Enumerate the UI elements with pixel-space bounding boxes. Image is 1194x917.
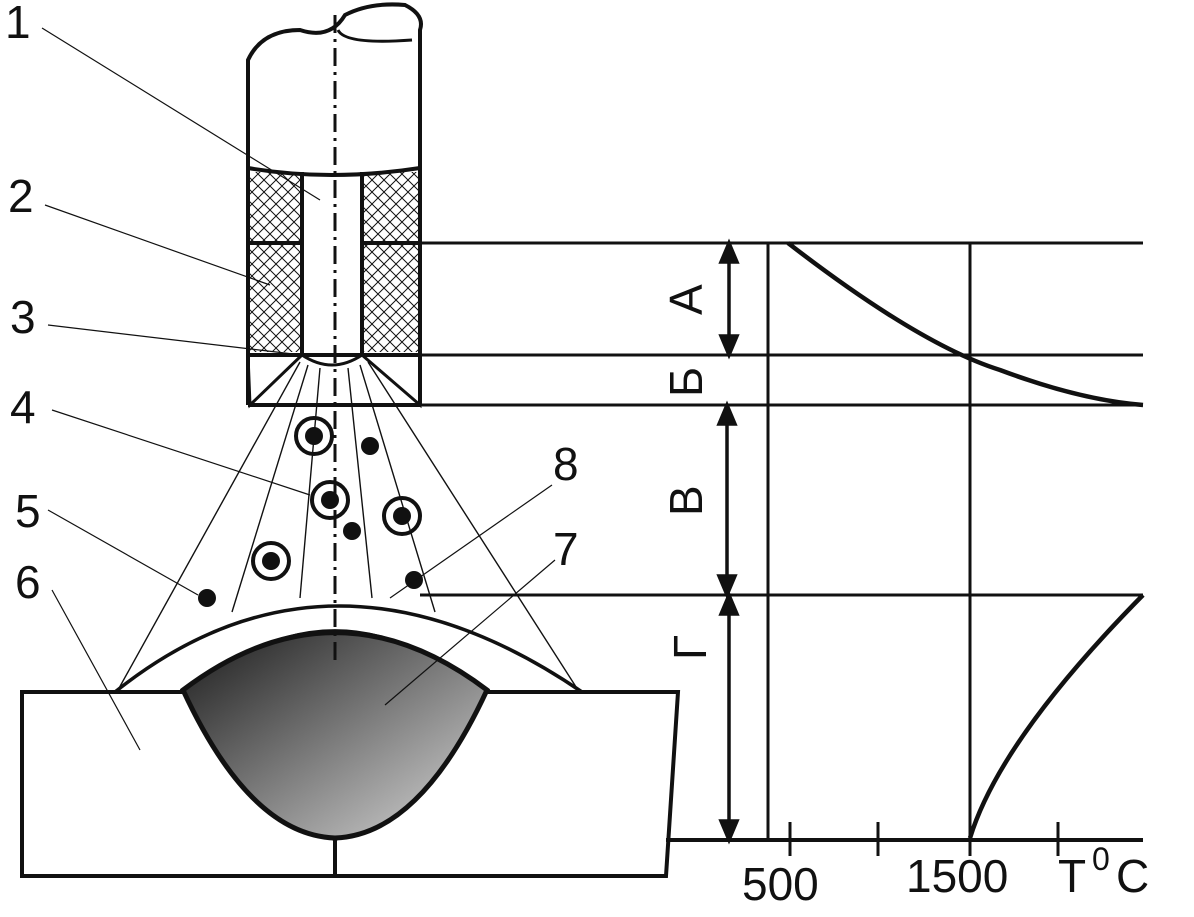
- label-3: 3: [10, 291, 36, 343]
- label-2: 2: [8, 170, 34, 222]
- zone-a-label: А: [660, 284, 712, 315]
- electrode: [246, 2, 423, 665]
- arc-rays: [117, 361, 579, 691]
- label-5: 5: [15, 485, 41, 537]
- temperature-chart: [420, 241, 1145, 856]
- axis-unit-degree: 0: [1092, 841, 1110, 877]
- weld-pool: [179, 630, 491, 841]
- zone-b-label: Б: [660, 367, 712, 397]
- droplets: [198, 416, 423, 607]
- label-4: 4: [10, 381, 36, 433]
- axis-unit-T: T: [1058, 850, 1086, 902]
- zone-arrows: [716, 238, 740, 845]
- label-7: 7: [553, 523, 579, 575]
- axis-unit-C: C: [1116, 850, 1149, 902]
- label-1: 1: [5, 0, 31, 48]
- zone-v-label: В: [660, 485, 712, 516]
- tick-500: 500: [742, 858, 819, 910]
- label-8: 8: [553, 438, 579, 490]
- zone-g-label: Г: [664, 635, 716, 660]
- leader-lines: [41, 27, 556, 751]
- tick-1500: 1500: [906, 850, 1008, 902]
- label-6: 6: [15, 556, 41, 608]
